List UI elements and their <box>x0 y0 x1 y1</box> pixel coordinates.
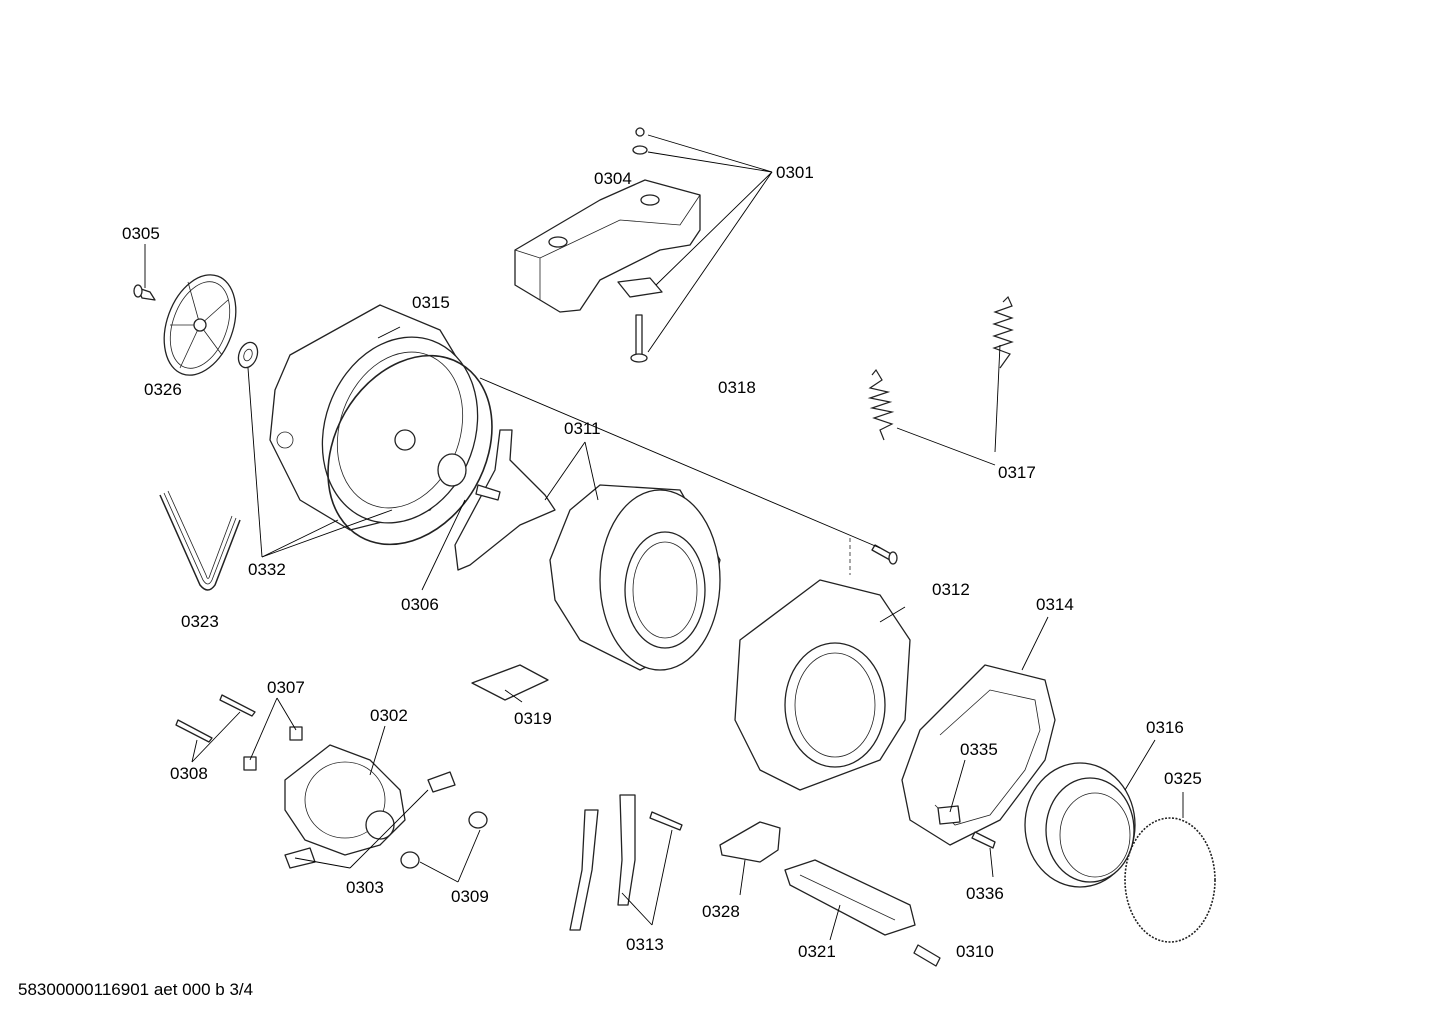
part-0328-bracket <box>719 821 781 863</box>
part-0306-seal <box>327 354 493 546</box>
label-0305: 0305 <box>122 224 160 243</box>
label-0310: 0310 <box>956 942 994 961</box>
part-0309-bushings <box>400 811 488 869</box>
label-0311: 0311 <box>564 419 601 438</box>
label-0304: 0304 <box>594 169 632 188</box>
part-0312-front-tub <box>734 579 911 791</box>
label-0319: 0319 <box>514 709 552 728</box>
label-0332: 0332 <box>248 560 286 579</box>
label-0315: 0315 <box>412 293 450 312</box>
label-0318: 0318 <box>718 378 756 397</box>
label-0317: 0317 <box>998 463 1036 482</box>
part-0302-motor <box>284 744 406 856</box>
label-0314: 0314 <box>1036 595 1074 614</box>
part-0311-flange <box>454 429 556 571</box>
part-0325-clamp <box>1124 817 1216 943</box>
part-0307-0308-screws <box>175 694 303 771</box>
label-0316: 0316 <box>1146 718 1184 737</box>
part-0332-bushing <box>237 341 259 369</box>
part-0315-rear-tub <box>269 304 479 531</box>
label-0326: 0326 <box>144 380 182 399</box>
label-0321: 0321 <box>798 942 836 961</box>
label-0309: 0309 <box>451 887 489 906</box>
part-0317-springs <box>867 295 1014 441</box>
part-0310-sensor <box>913 944 941 967</box>
part-0316-door-seal <box>1024 762 1136 888</box>
part-0319-plate <box>471 664 549 701</box>
document-footer-id: 58300000116901 aet 000 b 3/4 <box>18 980 254 999</box>
label-0301: 0301 <box>776 163 814 182</box>
label-0308: 0308 <box>170 764 208 783</box>
label-0303: 0303 <box>346 878 384 897</box>
label-0328: 0328 <box>702 902 740 921</box>
part-0305-screw <box>133 284 156 301</box>
label-0302: 0302 <box>370 706 408 725</box>
part-0326-pulley <box>163 274 237 376</box>
part-0321-heater <box>784 859 916 936</box>
part-0303-brushes <box>284 771 456 869</box>
part-0318-bolt <box>871 544 898 565</box>
label-0307: 0307 <box>267 678 305 697</box>
label-0306: 0306 <box>401 595 439 614</box>
label-0323: 0323 <box>181 612 219 631</box>
label-0335: 0335 <box>960 740 998 759</box>
part-0314-ring <box>901 664 1056 846</box>
label-0336: 0336 <box>966 884 1004 903</box>
part-0311-drum <box>549 484 721 671</box>
part-0301-fasteners <box>617 127 663 363</box>
part-0304-bracket <box>514 179 701 313</box>
label-0313: 0313 <box>626 935 664 954</box>
part-0336-screw <box>971 831 996 849</box>
label-0312: 0312 <box>932 580 970 599</box>
part-0323-belt <box>159 490 241 591</box>
label-0325: 0325 <box>1164 769 1202 788</box>
part-0313-dampers <box>569 794 683 931</box>
leader-lines <box>144 134 1184 941</box>
part-labels: 0301 0304 0305 0315 0326 0318 0311 0317 … <box>122 163 1202 961</box>
